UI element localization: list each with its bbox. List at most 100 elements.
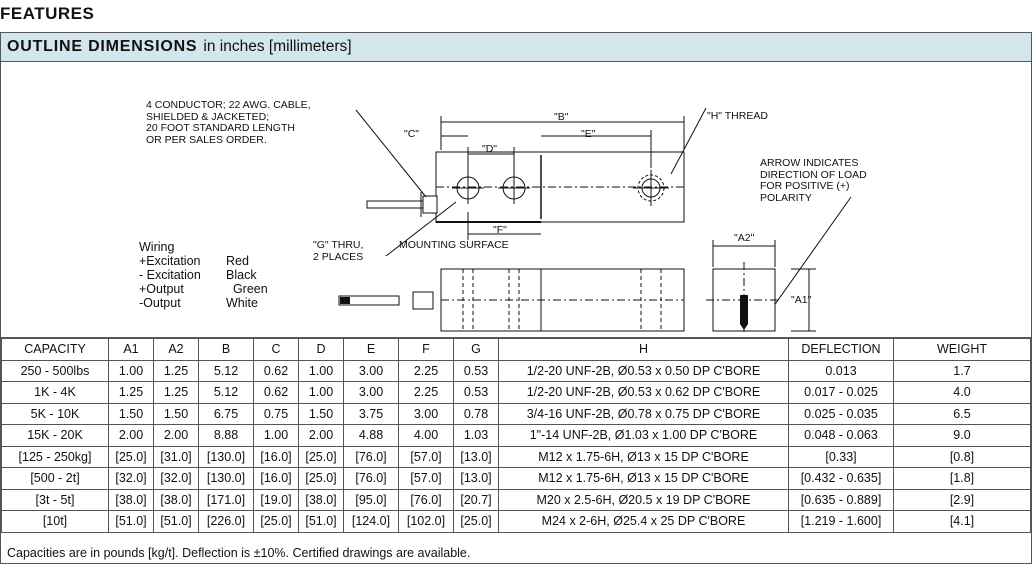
cable-note-line: 4 CONDUCTOR; 22 AWG. CABLE, (146, 99, 311, 111)
table-cell: [4.1] (893, 510, 1031, 533)
table-row: [3t - 5t][38.0][38.0][171.0][19.0][38.0]… (1, 488, 1031, 511)
dimensions-table: CAPACITY A1 A2 B C D E F G H DEFLECTION … (1, 338, 1031, 533)
table-cell: [0.33] (788, 445, 894, 468)
panel-subtitle: in inches [millimeters] (203, 38, 352, 55)
table-cell: 3.00 (343, 381, 399, 404)
dim-b-label: "B" (554, 111, 569, 123)
wiring-color: Black (226, 268, 257, 282)
table-cell: [0.8] (893, 445, 1031, 468)
table-cell: [31.0] (153, 445, 199, 468)
table-cell: 1/2-20 UNF-2B, Ø0.53 x 0.50 DP C'BORE (498, 359, 789, 382)
table-cell: 15K - 20K (1, 424, 109, 447)
wiring-legend: Wiring +Excitation Red - Excitation Blac… (139, 240, 268, 310)
table-header-cell: WEIGHT (893, 338, 1031, 361)
table-header-cell: C (253, 338, 299, 361)
table-cell: [19.0] (253, 488, 299, 511)
g-thru-note: "G" THRU, 2 PLACES (313, 239, 364, 263)
wiring-color: White (226, 296, 258, 310)
table-cell: 0.013 (788, 359, 894, 382)
table-cell: [38.0] (153, 488, 199, 511)
table-cell: [500 - 2t] (1, 467, 109, 490)
table-header-cell: CAPACITY (1, 338, 109, 361)
g-note-line: "G" THRU, (313, 239, 364, 251)
table-cell: 8.88 (198, 424, 254, 447)
table-cell: 0.53 (453, 381, 499, 404)
dim-a2-label: "A2" (734, 232, 755, 244)
table-cell: [76.0] (398, 488, 454, 511)
table-cell: 5K - 10K (1, 402, 109, 425)
table-cell: [38.0] (108, 488, 154, 511)
table-cell: [76.0] (343, 445, 399, 468)
g-note-line: 2 PLACES (313, 250, 364, 263)
table-cell: 2.25 (398, 359, 454, 382)
table-cell: [124.0] (343, 510, 399, 533)
table-cell: 0.78 (453, 402, 499, 425)
table-cell: [57.0] (398, 467, 454, 490)
dim-f-label: "F" (493, 224, 507, 236)
dim-c-label: "C" (404, 128, 420, 140)
table-row: [10t][51.0][51.0][226.0][25.0][51.0][124… (1, 510, 1031, 533)
dim-d-label: "D" (482, 143, 498, 155)
arrow-note-line: DIRECTION OF LOAD (760, 168, 867, 181)
table-cell: M12 x 1.75-6H, Ø13 x 15 DP C'BORE (498, 467, 789, 490)
table-cell: [20.7] (453, 488, 499, 511)
arrow-note: ARROW INDICATES DIRECTION OF LOAD FOR PO… (760, 157, 867, 204)
table-cell: [3t - 5t] (1, 488, 109, 511)
table-cell: [38.0] (298, 488, 344, 511)
table-cell: 0.017 - 0.025 (788, 381, 894, 404)
table-cell: [51.0] (298, 510, 344, 533)
table-header-cell: G (453, 338, 499, 361)
wiring-color: Red (226, 254, 249, 268)
table-cell: 1.00 (298, 381, 344, 404)
load-cell-drawing-svg (338, 107, 852, 332)
load-cell-side-view (440, 268, 685, 332)
table-cell: 1.25 (108, 381, 154, 404)
table-cell: [32.0] (153, 467, 199, 490)
table-cell: 1"-14 UNF-2B, Ø1.03 x 1.00 DP C'BORE (498, 424, 789, 447)
table-cell: 3.00 (398, 402, 454, 425)
table-cell: [51.0] (108, 510, 154, 533)
table-cell: [0.432 - 0.635] (788, 467, 894, 490)
table-cell: [76.0] (343, 467, 399, 490)
table-cell: [0.635 - 0.889] (788, 488, 894, 511)
table-cell: 6.75 (198, 402, 254, 425)
table-cell: [16.0] (253, 445, 299, 468)
table-cell: 0.048 - 0.063 (788, 424, 894, 447)
table-cell: 3.00 (343, 359, 399, 382)
table-cell: [2.9] (893, 488, 1031, 511)
table-cell: 2.00 (298, 424, 344, 447)
wiring-row: +Output Green (139, 282, 268, 296)
dim-e-label: "E" (581, 128, 596, 140)
table-cell: 1.00 (108, 359, 154, 382)
wiring-row: +Excitation Red (139, 254, 268, 268)
table-cell: 1.7 (893, 359, 1031, 382)
table-cell: 4.00 (398, 424, 454, 447)
wiring-row: -Output White (139, 296, 268, 310)
table-cell: [171.0] (198, 488, 254, 511)
table-cell: [10t] (1, 510, 109, 533)
cable-note-line: 20 FOOT STANDARD LENGTH (146, 122, 295, 134)
table-cell: 0.025 - 0.035 (788, 402, 894, 425)
table-cell: 3.75 (343, 402, 399, 425)
table-header-cell: A2 (153, 338, 199, 361)
arrow-note-line: FOR POSITIVE (+) (760, 180, 850, 192)
wiring-signal: - Excitation (139, 268, 201, 282)
table-cell: [130.0] (198, 467, 254, 490)
cable-top-view (366, 200, 424, 209)
table-cell: M24 x 2-6H, Ø25.4 x 25 DP C'BORE (498, 510, 789, 533)
table-cell: 5.12 (198, 359, 254, 382)
table-cell: [1.219 - 1.600] (788, 510, 894, 533)
table-cell: [25.0] (298, 467, 344, 490)
table-cell: 1.50 (108, 402, 154, 425)
table-cell: 1.03 (453, 424, 499, 447)
wiring-row: - Excitation Black (139, 268, 268, 282)
dim-a1-label: "A1" (791, 294, 812, 306)
table-cell: [25.0] (298, 445, 344, 468)
wiring-signal: +Output (139, 282, 184, 296)
arrow-note-line: POLARITY (760, 191, 812, 204)
table-cell: [16.0] (253, 467, 299, 490)
